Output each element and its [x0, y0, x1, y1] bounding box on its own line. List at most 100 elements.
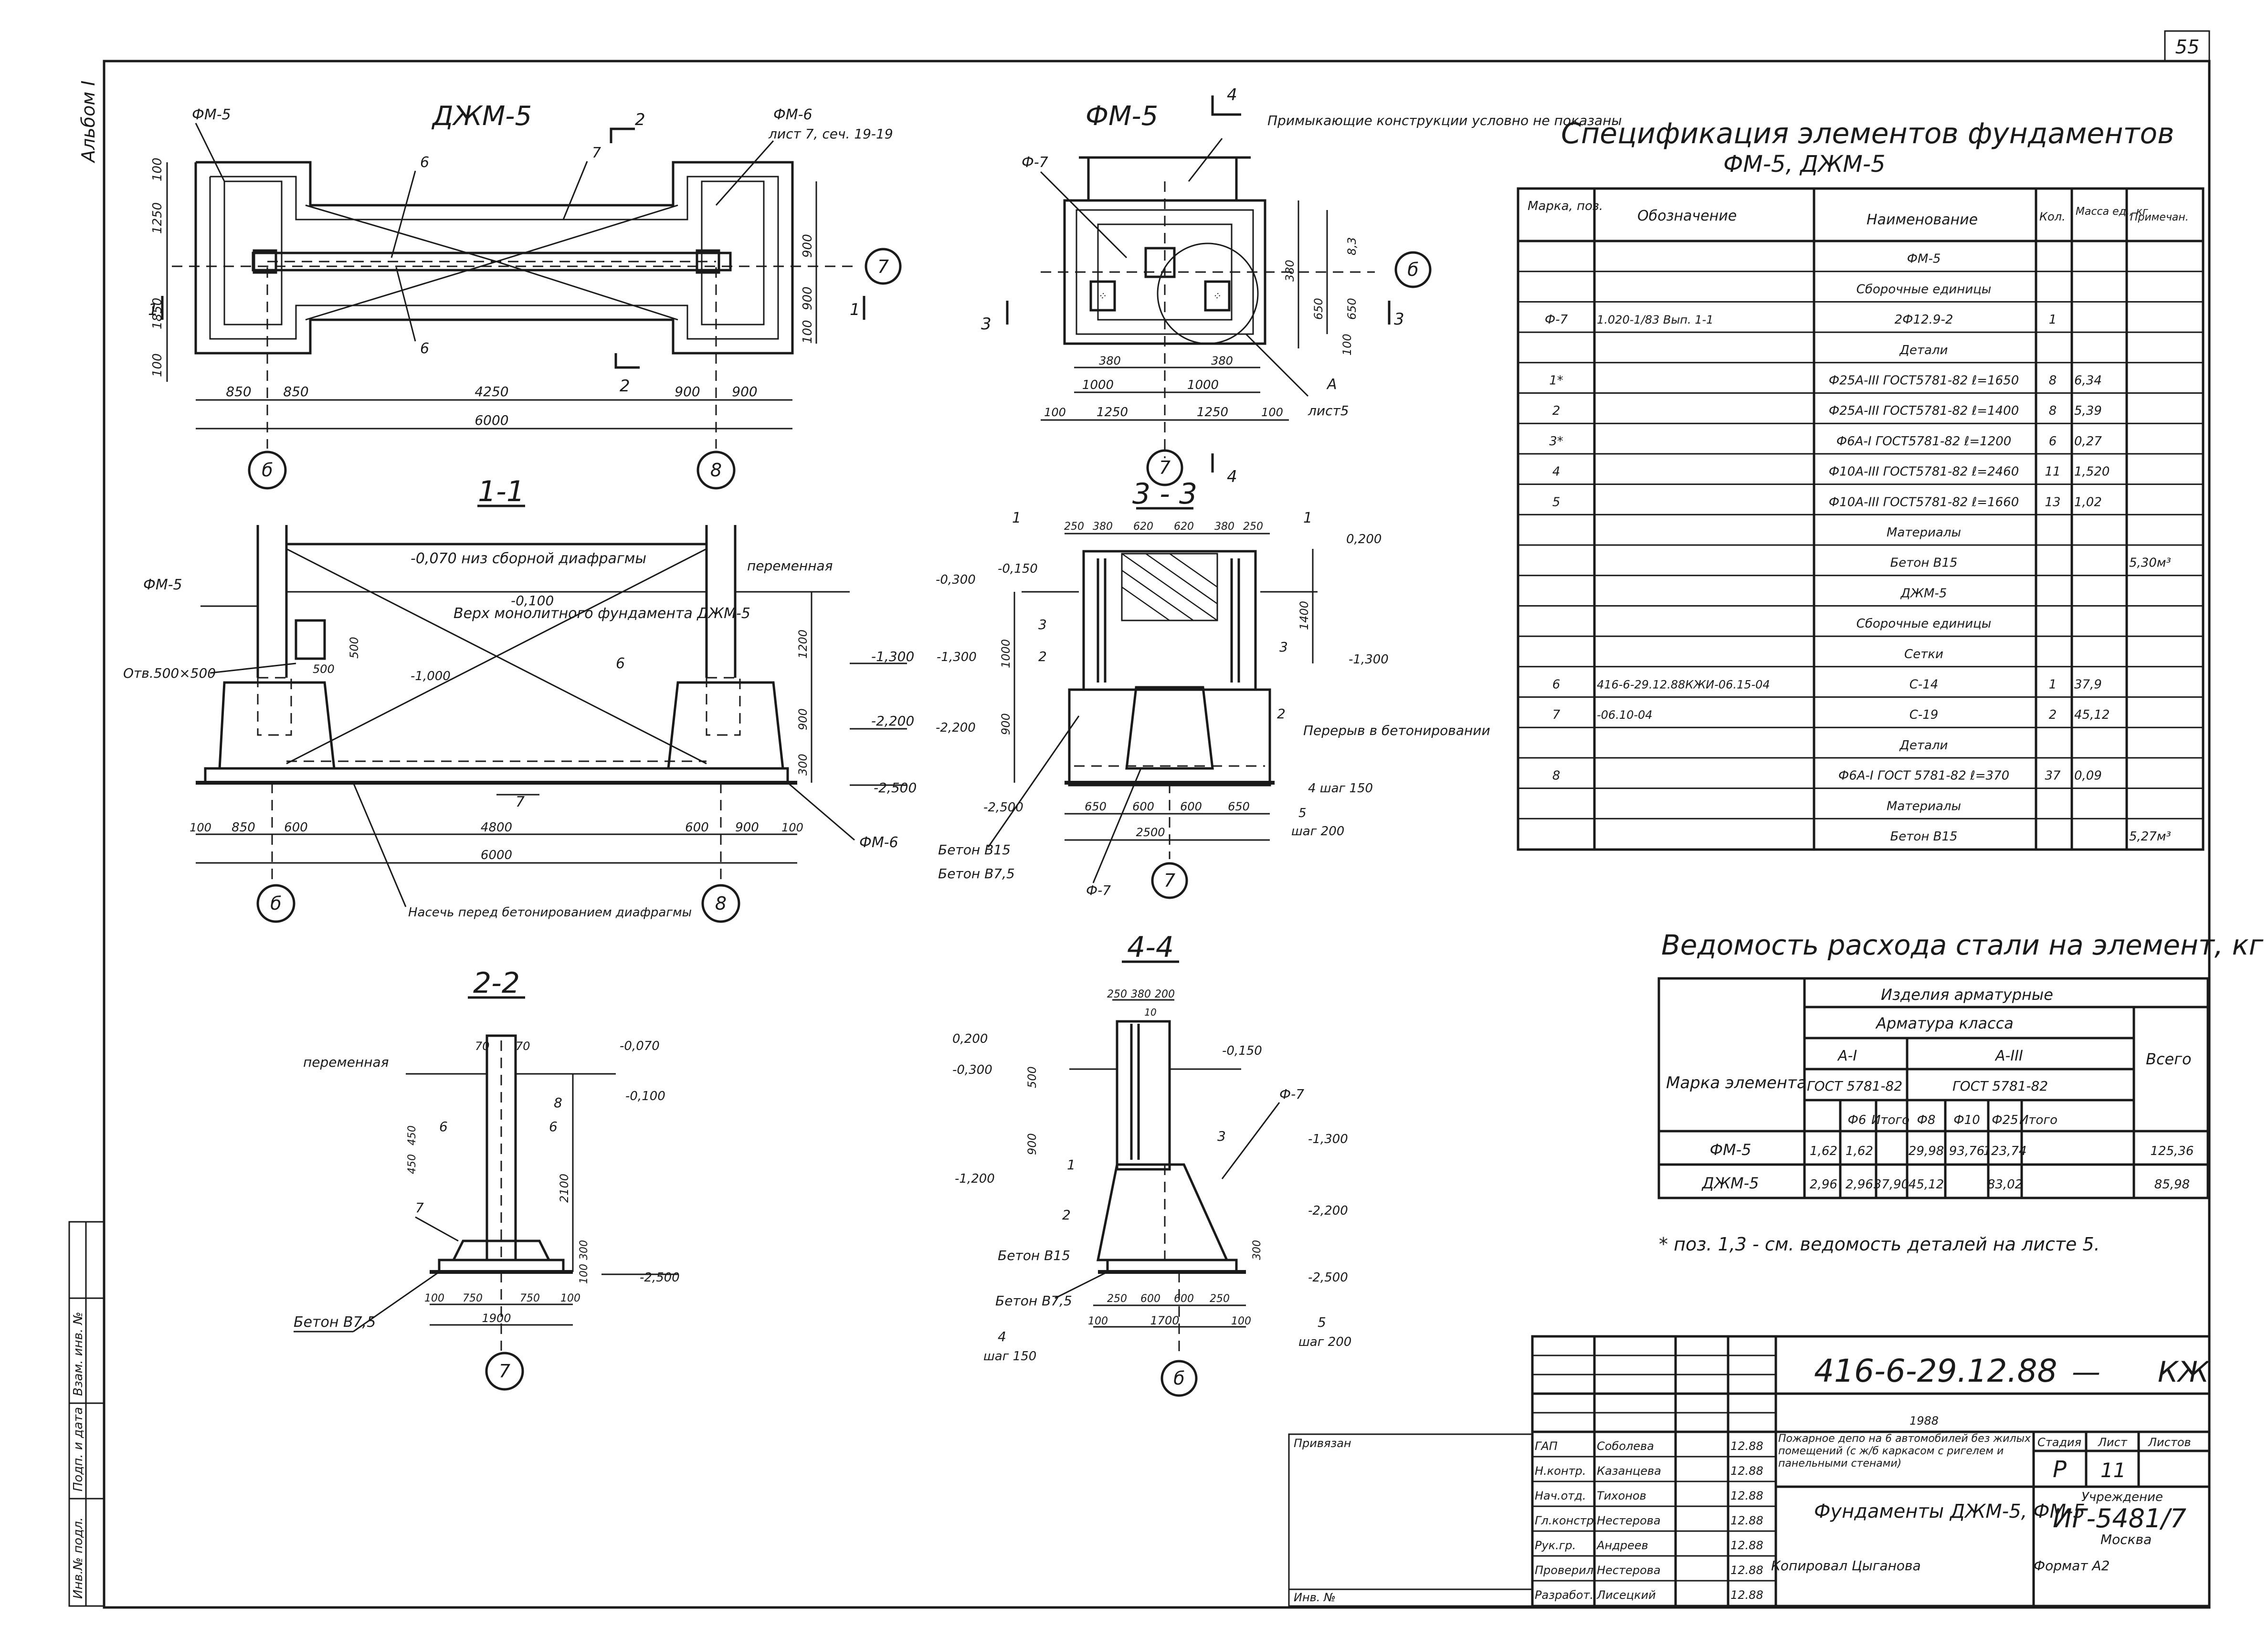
s11-axis-b: б	[270, 893, 281, 914]
plan-fm5-dimB0: 100	[1044, 406, 1066, 419]
plan-fm5-f7: Ф-7	[1022, 154, 1048, 171]
s11-axis-8: 8	[715, 893, 727, 914]
s44-n2: 2	[1062, 1207, 1071, 1223]
steel-col-header: Ф10	[1953, 1113, 1980, 1127]
spec-cell: 5,30м³	[2129, 556, 2171, 570]
steel-title: Ведомость расхода стали на элемент, кг	[1661, 929, 2264, 961]
s44-shag150: шаг 150	[983, 1349, 1036, 1364]
s33-dt2: 620	[1133, 521, 1153, 533]
stamp-name: Андреев	[1596, 1539, 1648, 1552]
spec-cell: 1,520	[2074, 465, 2110, 479]
s44-v2200: -2,200	[1308, 1204, 1348, 1218]
s33-v2200: -2,200	[936, 721, 976, 735]
section-3-3-title: 3 - 3	[1132, 477, 1197, 511]
stamp-date: 12.88	[1730, 1564, 1763, 1577]
stamp-code: 416-6-29.12.88	[1814, 1353, 2057, 1389]
spec-cell: ФМ-5	[1907, 252, 1941, 266]
spec-cell: Сетки	[1904, 647, 1943, 662]
s22-v2500: -2,500	[640, 1270, 680, 1285]
plan-fm5-title: ФМ-5	[1086, 101, 1158, 132]
plan-djm5-sec2a: 2	[635, 110, 645, 129]
plan-djm5: ДЖМ-5 ФМ-5 ФМ-6 лист 7, сеч. 19-19 6 6 7…	[148, 101, 902, 490]
spec-cell: 0,27	[2074, 434, 2102, 449]
spec-cell: 8	[2049, 404, 2057, 418]
s11-nasechka: Насечь перед бетонированием диафрагмы	[408, 905, 692, 920]
s33-db1: 600	[1132, 800, 1154, 813]
spec-cell: С-14	[1909, 678, 1939, 692]
s33-v1300b: -1,300	[1349, 652, 1389, 667]
s33-dt1: 380	[1093, 521, 1113, 533]
s22-h100: 100	[578, 1264, 590, 1284]
stamp-desc: Пожарное депо на 6 автомобилей без жилых…	[1778, 1433, 2031, 1470]
s11-d6: 100	[781, 821, 803, 834]
steel-h-a1: А-I	[1837, 1048, 1857, 1064]
s11-peremennaya: переменная	[747, 558, 833, 574]
s33-dtotal: 2500	[1136, 826, 1165, 839]
spec-cell: Ф10А-III ГОСТ5781-82 ℓ=2460	[1829, 465, 2019, 479]
spec-cell: 2	[1552, 404, 1561, 418]
s11-h1200: 1200	[796, 630, 810, 659]
spec-cell: 1,02	[2074, 495, 2102, 509]
stamp-role: Проверил	[1535, 1564, 1593, 1577]
stamp-year: 1988	[1909, 1414, 1939, 1428]
s22-peremennaya: переменная	[303, 1054, 389, 1070]
stamp-role: Разработ.	[1535, 1588, 1593, 1602]
steel-h-izd: Изделия арматурные	[1881, 986, 2053, 1004]
plan-djm5-dimB4: 900	[732, 384, 757, 399]
spec-cell: 6	[1552, 678, 1561, 692]
s33-n5: 5	[1298, 806, 1307, 820]
spec-cell: 13	[2045, 495, 2060, 509]
stamp-sheet: 11	[2100, 1459, 2126, 1482]
s22-v0100: -0,100	[625, 1089, 665, 1103]
plan-fm5-dimT1: 380	[1211, 354, 1233, 368]
steel-table: Ведомость расхода стали на элемент, кг М…	[1657, 929, 2264, 1255]
s44-d100a: 100	[1088, 1315, 1108, 1327]
s44-v1200: -1,200	[955, 1172, 995, 1186]
s11-verh: Верх монолитного фундамента ДЖМ-5	[454, 605, 750, 622]
spec-cell: 416-6-29.12.88КЖИ-06.15-04	[1597, 678, 1770, 692]
spec-cell: 37,9	[2074, 678, 2102, 692]
s22-h2100: 2100	[558, 1174, 571, 1203]
spec-cell: С-19	[1909, 708, 1939, 722]
s11-1000: -1,000	[411, 669, 451, 683]
spec-cell: Сборочные единицы	[1857, 282, 1992, 296]
plan-djm5-dimL2: 1850	[150, 298, 165, 329]
s11-d5: 900	[735, 820, 759, 835]
s11-fm5: ФМ-5	[143, 577, 182, 593]
s11-h900: 900	[796, 708, 810, 730]
spec-subtitle: ФМ-5, ДЖМ-5	[1723, 151, 1886, 178]
s33-n3b: 3	[1279, 639, 1288, 655]
plan-djm5-dimL0: 100	[150, 158, 165, 181]
s33-dt4: 380	[1214, 521, 1234, 533]
s44-v0300: -0,300	[952, 1063, 992, 1077]
stamp-name: Тихонов	[1597, 1489, 1646, 1502]
stamp-date: 12.88	[1730, 1539, 1763, 1552]
section-4-4: 4-4 0,200 -0,300 -0,150 -1,200 -1,300 -2…	[952, 931, 1351, 1397]
s22-v0070: -0,070	[620, 1039, 660, 1053]
s44-d100b: 100	[1231, 1315, 1251, 1327]
steel-cell: 83,02	[1987, 1177, 2023, 1192]
spec-table: Спецификация элементов фундаментов ФМ-5,…	[1517, 117, 2205, 851]
spec-cell: 7	[1552, 708, 1561, 722]
stamp-name: Лисецкий	[1596, 1588, 1656, 1602]
s22-n8: 8	[554, 1095, 562, 1111]
steel-cell: 2,96	[1846, 1177, 1873, 1192]
s11-500b: 500	[348, 637, 361, 659]
steel-cell: 1,62	[1810, 1144, 1837, 1158]
s44-n5: 5	[1318, 1314, 1326, 1330]
steel-col-header: Ф8	[1917, 1113, 1936, 1127]
s22-beton: Бетон В7,5	[294, 1314, 376, 1331]
s33-v1300: -1,300	[937, 650, 977, 664]
s11-h300: 300	[796, 754, 810, 776]
s22-n6b: 6	[549, 1119, 558, 1134]
spec-cell: 1.020-1/83 Вып. 1-1	[1597, 313, 1713, 326]
s33-h1400: 1400	[1298, 601, 1311, 630]
s11-d3: 4800	[481, 820, 512, 835]
plan-fm5-sec3b: 3	[1394, 310, 1404, 329]
stamp-format: Формат А2	[2034, 1558, 2110, 1574]
s11-lev1300: -1,300	[871, 649, 914, 664]
steel-cell: ДЖМ-5	[1701, 1174, 1759, 1192]
section-1-1: 1-1 -0,070 низ сборной диафрагмы перемен…	[123, 475, 917, 923]
s33-v2500: -2,500	[983, 800, 1023, 815]
